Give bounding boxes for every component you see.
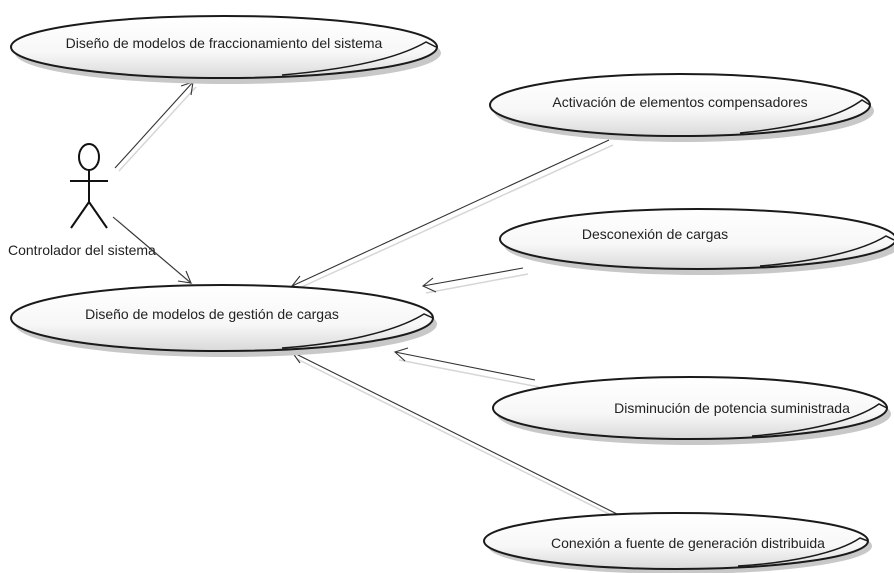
use-case-disminucion[interactable]: Disminución de potencia suministrada <box>492 376 891 445</box>
stick-figure-icon <box>70 143 108 229</box>
extend-desconexion-gestion <box>421 267 529 294</box>
use-case-desconexion[interactable]: Desconexión de cargas <box>499 208 894 275</box>
connectors <box>112 81 622 521</box>
use-case-label: Activación de elementos compensadores <box>552 94 807 110</box>
association-actor-fraccionamiento <box>114 81 197 172</box>
use-case-label: Diseño de modelos de fraccionamiento del… <box>66 35 383 51</box>
use-case-label: Desconexión de cargas <box>582 226 728 242</box>
use-case-fraccionamiento[interactable]: Diseño de modelos de fraccionamiento del… <box>10 15 441 84</box>
use-case-conexion[interactable]: Conexión a fuente de generación distribu… <box>483 512 872 573</box>
use-case-label: Conexión a fuente de generación distribu… <box>551 535 825 551</box>
use-case-label: Disminución de potencia suministrada <box>614 400 850 416</box>
actor-controlador[interactable]: Controlador del sistema <box>8 143 156 258</box>
use-case-activacion[interactable]: Activación de elementos compensadores <box>489 73 874 142</box>
use-case-label: Diseño de modelos de gestión de cargas <box>85 306 339 322</box>
actor-label: Controlador del sistema <box>8 242 156 258</box>
extend-activacion-gestion <box>290 139 614 291</box>
extend-disminucion-gestion <box>393 347 540 388</box>
use-case-gestion[interactable]: Diseño de modelos de gestión de cargas <box>10 284 437 357</box>
association-actor-gestion <box>112 216 195 287</box>
